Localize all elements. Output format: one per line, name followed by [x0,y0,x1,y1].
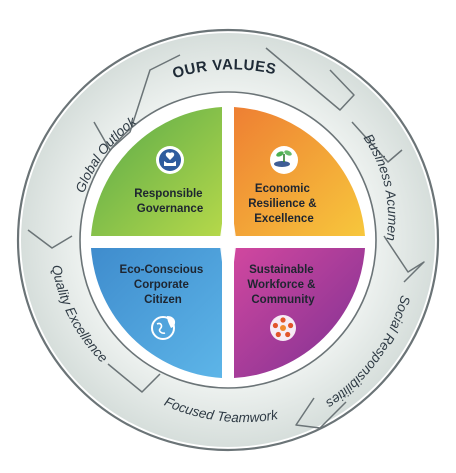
money-plant-icon [270,146,298,174]
quadrant-label-responsible-governance: Responsible Governance [134,188,206,215]
quadrant-responsible-governance [91,107,222,236]
quadrant-label-eco-conscious: Eco-Conscious Corporate Citizen [120,264,207,306]
quadrant-label-sustainable-workforce: Sustainable Workforce & Community [247,264,318,306]
people-circle-icon [270,315,296,341]
quadrant-label-economic-resilience: Economic Resilience & Excellence [248,183,320,225]
quadrant-group [91,107,365,378]
quadrant-economic-resilience [234,107,365,236]
quadrant-eco-conscious [91,248,222,378]
earth-leaf-icon [151,316,176,340]
charity-hand-icon [156,146,184,174]
quadrant-sustainable-workforce [234,248,365,378]
